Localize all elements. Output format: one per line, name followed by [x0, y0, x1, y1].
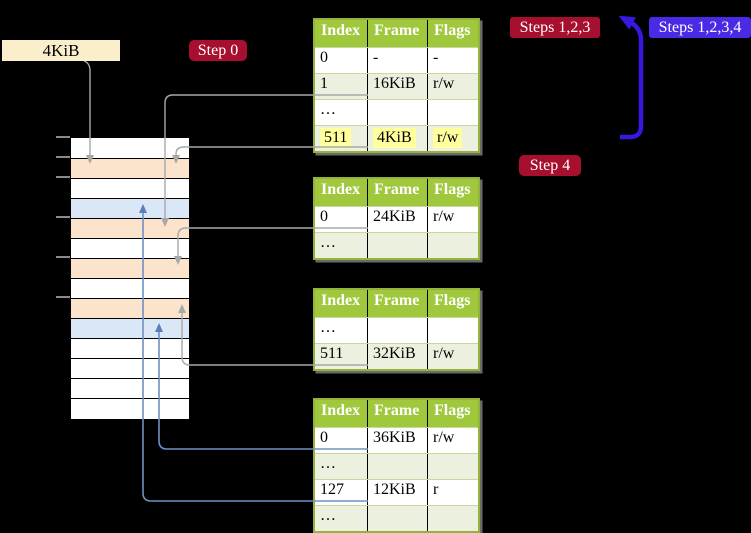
page-table-2: Index Frame Flags 0 24KiB r/w … — [313, 177, 480, 260]
table-row: 0 - - — [315, 47, 478, 73]
memory-frame-cell-plain — [71, 398, 189, 418]
index-cell: 0 — [315, 428, 368, 453]
table-row: … — [315, 99, 478, 125]
flags-cell: r — [433, 481, 439, 498]
index-cell: 1 — [315, 74, 368, 99]
memory-frame-cell-mapped — [71, 318, 189, 338]
table-header-row: Index Frame Flags — [315, 400, 478, 427]
arrow-steps-loop — [618, 15, 644, 140]
frame-cell — [368, 233, 428, 258]
page-table-3: Index Frame Flags … 511 32KiB r/w — [313, 288, 480, 371]
table-row: … — [315, 232, 478, 258]
memory-frame-cell-plain — [71, 238, 189, 258]
index-cell: … — [315, 100, 368, 125]
header-frame: Frame — [368, 179, 428, 206]
flags-cell — [428, 318, 478, 343]
index-cell: … — [315, 506, 368, 531]
memory-frame-cell-pagetable — [71, 218, 189, 238]
memory-frame-cell-plain — [71, 138, 189, 158]
header-frame: Frame — [368, 400, 428, 427]
stack-ticks — [56, 136, 70, 298]
table-row-highlighted: 511 4KiB r/w — [315, 125, 478, 151]
flags-cell: - — [433, 49, 439, 66]
frame-size-label: 4KiB — [2, 40, 120, 61]
step-4-badge: Step 4 — [519, 155, 581, 176]
table-row: 127 12KiB r — [315, 479, 478, 505]
header-frame: Frame — [368, 290, 428, 317]
index-cell: 127 — [315, 480, 368, 505]
flags-cell: r/w — [433, 75, 455, 92]
index-cell: 0 — [315, 207, 368, 232]
header-frame: Frame — [368, 20, 428, 47]
header-flags: Flags — [434, 292, 471, 309]
table-header-row: Index Frame Flags — [315, 179, 478, 206]
frame-cell — [368, 454, 428, 479]
steps-1-2-3-4-badge: Steps 1,2,3,4 — [649, 17, 751, 38]
memory-frame-cell-pagetable — [71, 298, 189, 318]
frame-cell: 36KiB — [368, 428, 428, 453]
page-table-4: Index Frame Flags 0 36KiB r/w … 127 12Ki… — [313, 398, 480, 533]
table-row: … — [315, 453, 478, 479]
frame-cell — [368, 318, 428, 343]
steps-1-2-3-badge: Steps 1,2,3 — [510, 17, 600, 38]
table-row: 511 32KiB r/w — [315, 343, 478, 369]
frame-cell: 32KiB — [368, 344, 428, 369]
memory-frame-cell-plain — [71, 338, 189, 358]
memory-frame-cell-plain — [71, 378, 189, 398]
table-row: 0 36KiB r/w — [315, 427, 478, 453]
table-row: … — [315, 505, 478, 531]
index-cell: … — [315, 233, 368, 258]
highlighted-frame-cell: 4KiB — [373, 128, 416, 148]
header-flags: Flags — [434, 22, 471, 39]
table-row: … — [315, 317, 478, 343]
flags-cell: r/w — [433, 345, 455, 362]
memory-frame-cell-mapped — [71, 198, 189, 218]
header-flags: Flags — [434, 402, 471, 419]
flags-cell — [428, 233, 478, 258]
header-index: Index — [315, 400, 368, 427]
index-cell: 511 — [315, 344, 368, 369]
frame-cell — [368, 506, 428, 531]
table-row: 0 24KiB r/w — [315, 206, 478, 232]
flags-cell — [428, 454, 478, 479]
frame-cell: 12KiB — [368, 480, 428, 505]
index-cell: 0 — [315, 48, 368, 73]
frame-cell: 24KiB — [368, 207, 428, 232]
memory-frame-cell-plain — [71, 278, 189, 298]
header-flags: Flags — [434, 181, 471, 198]
table-header-row: Index Frame Flags — [315, 290, 478, 317]
step-0-badge: Step 0 — [189, 40, 247, 61]
table-row: 1 16KiB r/w — [315, 73, 478, 99]
memory-frame-cell-pagetable — [71, 258, 189, 278]
index-cell: … — [315, 454, 368, 479]
highlighted-index-cell: 511 — [320, 128, 352, 148]
header-index: Index — [315, 179, 368, 206]
memory-frame-cell-plain — [71, 178, 189, 198]
header-index: Index — [315, 20, 368, 47]
table-header-row: Index Frame Flags — [315, 20, 478, 47]
flags-cell: r/w — [433, 429, 455, 446]
flags-cell — [428, 506, 478, 531]
flags-cell: r/w — [433, 208, 455, 225]
header-index: Index — [315, 290, 368, 317]
highlighted-flags-cell: r/w — [433, 128, 463, 148]
memory-frame-cell-plain — [71, 358, 189, 378]
index-cell: … — [315, 318, 368, 343]
frame-cell: - — [368, 48, 428, 73]
memory-frame-cell-pagetable — [71, 158, 189, 178]
flags-cell — [428, 100, 478, 125]
page-table-1: Index Frame Flags 0 - - 1 16KiB r/w … 51… — [313, 18, 480, 153]
frame-cell — [368, 100, 428, 125]
frame-cell: 16KiB — [368, 74, 428, 99]
memory-stack — [70, 137, 190, 420]
